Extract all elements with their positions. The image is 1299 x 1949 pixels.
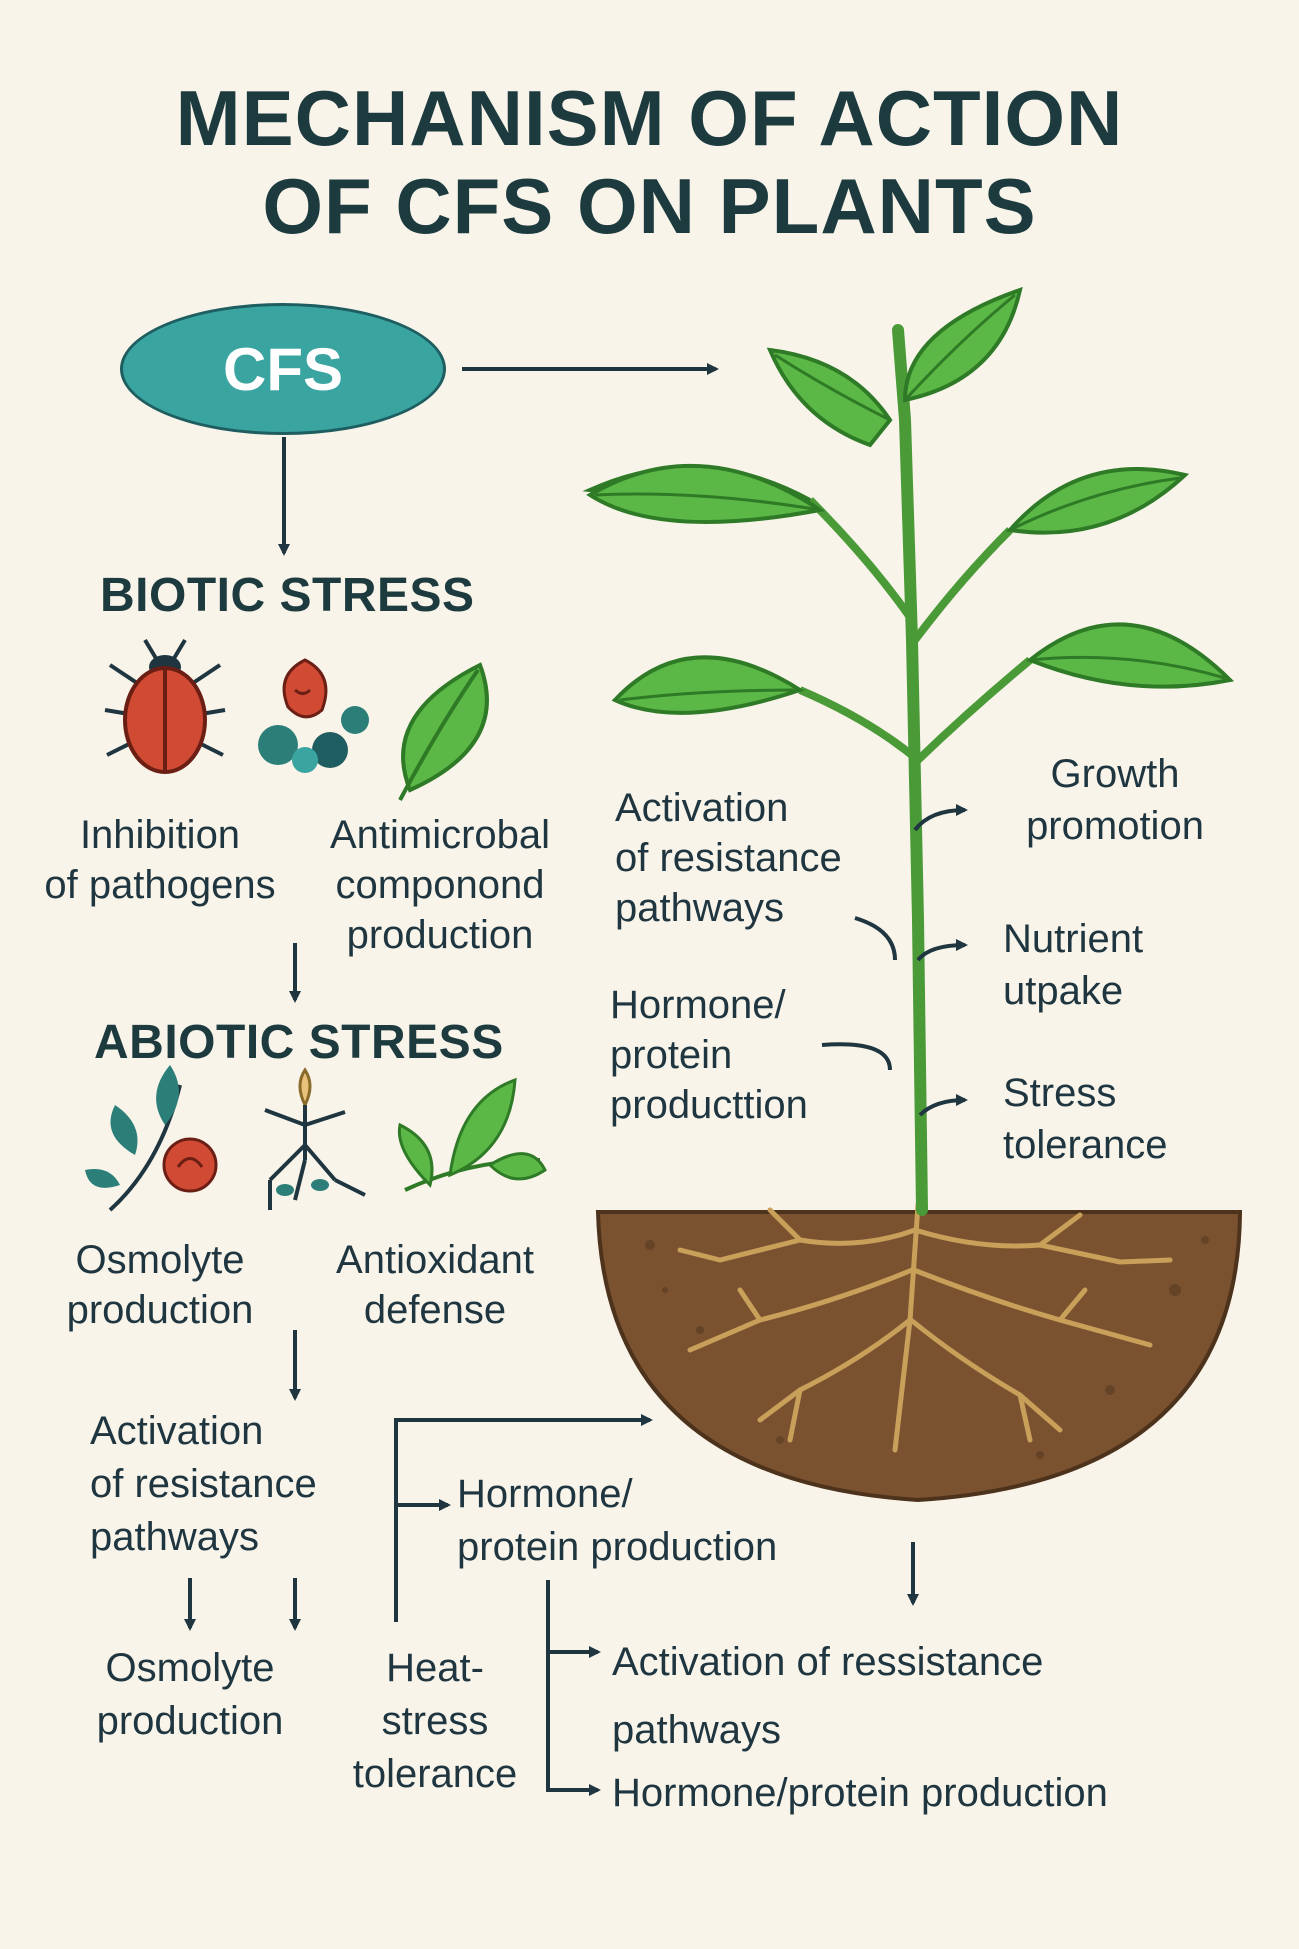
title-line-2: OF CFS ON PLANTS	[262, 162, 1037, 250]
stem-activation-label: Activation of resistance pathways	[615, 786, 842, 930]
activation-resistance-label: Activation of resistance pathways	[90, 1409, 317, 1559]
soil-mound	[595, 1210, 1243, 1503]
plant-stem	[892, 324, 928, 1216]
nutrient-uptake-label: Nutrient utpake	[1003, 917, 1144, 1013]
roots	[677, 1202, 1173, 1453]
beetle-icon	[104, 638, 226, 774]
inhibition-of-pathogens-label: Inhibition of pathogens	[44, 813, 276, 907]
leaf-sprig-icon	[397, 1077, 547, 1192]
bottom-hormone-label: Hormone/protein production	[612, 1771, 1108, 1815]
flower-sprig-icon	[85, 1065, 218, 1212]
osmolyte-production-label: Osmolyte production	[66, 1238, 254, 1332]
osmolyte-production-lower-label: Osmolyte production	[96, 1646, 284, 1743]
stem-hormone-label: Hormone/ protein producttion	[610, 983, 808, 1127]
seedling-root-icon	[264, 1067, 366, 1210]
antimicrobial-production-label: Antimicrobal componond production	[329, 813, 551, 957]
antioxidant-defense-label: Antioxidant defense	[336, 1238, 534, 1332]
abiotic-stress-heading: ABIOTIC STRESS	[94, 1016, 504, 1069]
plant-leaves	[582, 286, 1235, 715]
bottom-activation-label: Activation of ressistance pathways	[612, 1640, 1044, 1752]
growth-promotion-label: Growth promotion	[1026, 752, 1204, 848]
leaf-icon	[398, 662, 489, 801]
heat-stress-tolerance-label: Heat- stress tolerance	[352, 1646, 518, 1796]
hormone-protein-label: Hormone/ protein production	[457, 1472, 778, 1569]
title-line-1: MECHANISM OF ACTION	[175, 74, 1124, 162]
biotic-stress-heading: BIOTIC STRESS	[100, 569, 475, 622]
microbe-icon	[258, 658, 369, 773]
stress-tolerance-label: Stress tolerance	[1003, 1071, 1168, 1167]
cfs-label: CFS	[223, 335, 343, 403]
cfs-node: CFS	[120, 303, 446, 435]
